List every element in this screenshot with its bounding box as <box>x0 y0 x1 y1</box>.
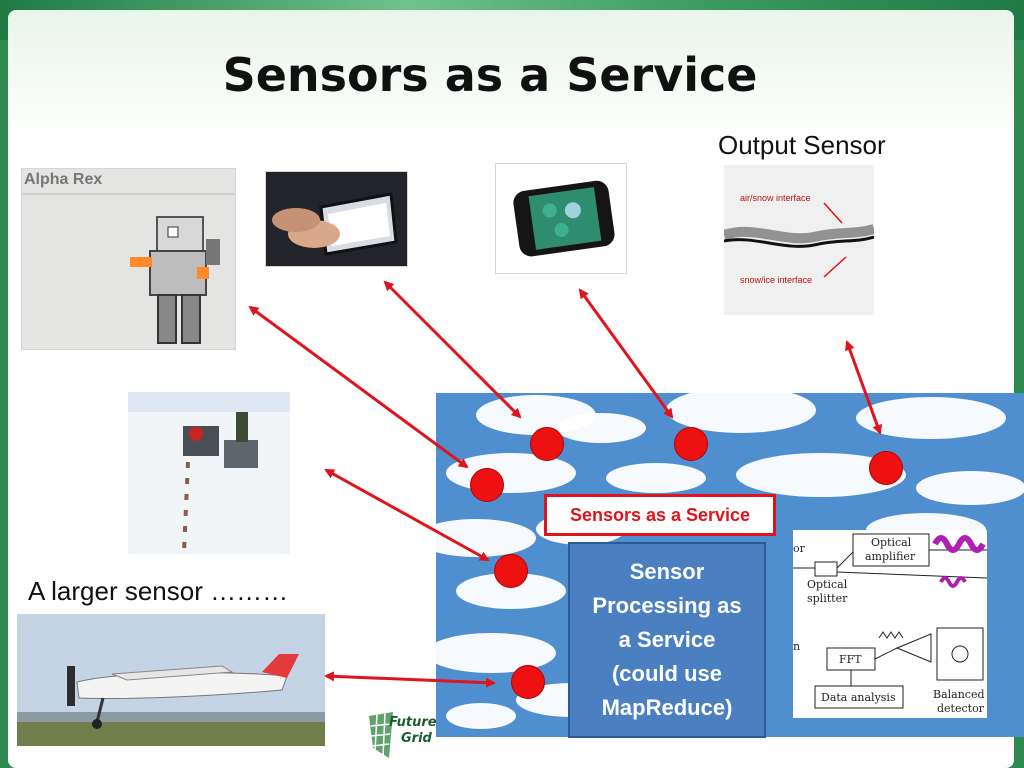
slide-title: Sensors as a Service <box>222 48 758 102</box>
arrow-airplane <box>324 671 496 688</box>
circuit-figure: or n Optical amplifier Optical splitter … <box>793 533 987 715</box>
circuit-label-optical-2: Optical <box>807 578 848 591</box>
phone-image <box>495 163 627 274</box>
tablet-image <box>265 171 408 267</box>
connection-dot-5 <box>494 554 528 588</box>
airplane-image <box>17 614 325 746</box>
tablet-figure <box>266 172 407 266</box>
sensor-processing-box: Sensor Processing as a Service (could us… <box>568 542 766 738</box>
arrow-snow-field <box>324 468 490 562</box>
circuit-label-or: or <box>793 542 806 555</box>
circuit-label-fft: FFT <box>839 653 862 666</box>
robot-image-label: Alpha Rex <box>24 171 103 188</box>
arrow-radar <box>845 340 882 435</box>
logo-text-grid: Grid <box>401 731 433 746</box>
arrow-robot <box>248 305 469 469</box>
arrow-tablet <box>383 280 522 419</box>
connection-dot-2 <box>530 427 564 461</box>
phone-figure <box>513 180 615 257</box>
radar-output-image: air/snow interface snow/ice interface <box>724 165 874 315</box>
robot-figure <box>130 216 220 344</box>
circuit-diagram: or n Optical amplifier Optical splitter … <box>793 530 987 718</box>
circuit-label-amplifier: amplifier <box>865 550 916 563</box>
circuit-label-optical-1: Optical <box>871 536 912 549</box>
circuit-label-balanced: Balanced <box>933 688 985 701</box>
robot-image: Alpha Rex <box>21 168 236 350</box>
larger-sensor-caption: A larger sensor ……… <box>28 576 289 606</box>
radar-label-top: air/snow interface <box>740 193 811 203</box>
futuregrid-logo: Future Grid <box>369 712 437 758</box>
logo-text-future: Future <box>389 715 437 730</box>
circuit-label-detector: detector <box>937 702 985 715</box>
airplane-figure <box>17 614 325 746</box>
connection-dot-3 <box>674 427 708 461</box>
circuit-label-data-analysis: Data analysis <box>821 691 896 704</box>
output-sensor-caption: Output Sensor <box>718 130 886 160</box>
connection-dot-4 <box>869 451 903 485</box>
circuit-label-splitter: splitter <box>807 592 848 605</box>
radar-figure: air/snow interface snow/ice interface <box>724 165 874 315</box>
sensor-processing-text: Sensor Processing as a Service (could us… <box>592 559 742 720</box>
sensors-as-a-service-label: Sensors as a Service <box>544 494 776 536</box>
radar-label-bottom: snow/ice interface <box>740 275 812 285</box>
connection-dot-6 <box>511 665 545 699</box>
arrow-phone <box>578 288 674 419</box>
circuit-label-n: n <box>793 640 800 653</box>
